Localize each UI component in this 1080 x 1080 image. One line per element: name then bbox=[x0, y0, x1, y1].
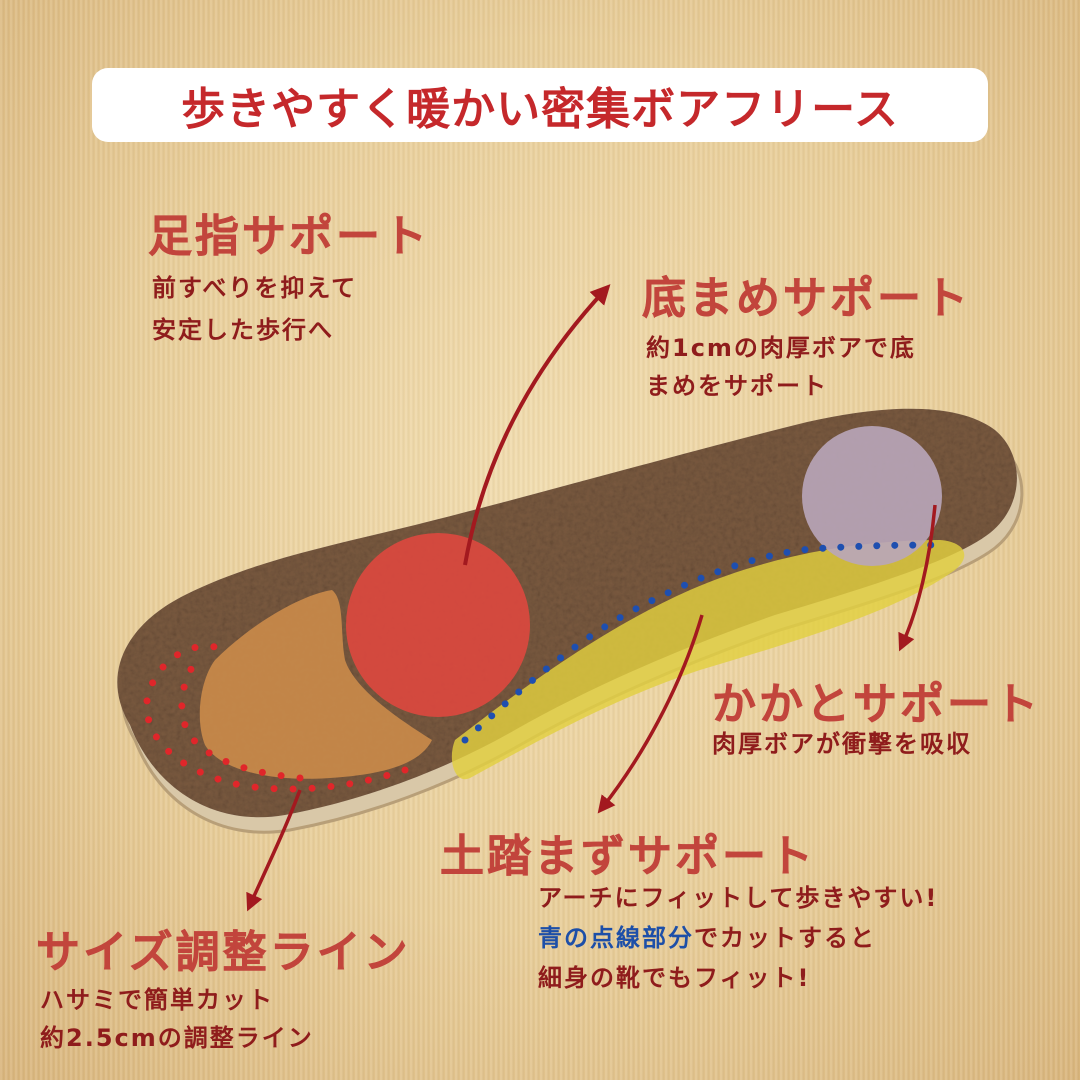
arch-pad bbox=[451, 540, 965, 780]
arrow-size bbox=[246, 789, 302, 912]
arch-support-line3: 細身の靴でもフィット! bbox=[538, 964, 811, 992]
ball-support-heading: 底まめサポート bbox=[642, 273, 971, 325]
title-text: 歩きやすく暖かい密集ボアフリース bbox=[181, 84, 899, 135]
size-adjust-line2: 約2.5cmの調整ライン bbox=[40, 1024, 314, 1052]
arrow-arch bbox=[597, 614, 704, 814]
arch-support-heading: 土踏まずサポート bbox=[440, 831, 816, 883]
heel-support-line1: 肉厚ボアが衝撃を吸収 bbox=[712, 730, 972, 758]
toe-pad bbox=[199, 590, 432, 779]
blue-dotted-part-label: 青の点線部分 bbox=[538, 924, 694, 952]
size-adjust-heading: サイズ調整ライン bbox=[36, 927, 411, 979]
toe-support-heading: 足指サポート bbox=[148, 211, 430, 263]
size-adjust-line1: ハサミで簡単カット bbox=[40, 986, 274, 1014]
arrow-ball bbox=[463, 284, 611, 566]
arrow-heel bbox=[898, 504, 937, 652]
arch-support-line1: アーチにフィットして歩きやすい! bbox=[538, 884, 939, 912]
title-banner: 歩きやすく暖かい密集ボアフリース bbox=[92, 68, 988, 142]
toe-support-line1: 前すべりを抑えて bbox=[152, 274, 358, 302]
arch-support-line2-rest: でカットすると bbox=[694, 924, 876, 952]
ball-pad bbox=[346, 533, 530, 717]
heel-pad bbox=[802, 426, 942, 566]
ball-support-line2: まめをサポート bbox=[646, 372, 828, 400]
heel-support-heading: かかとサポート bbox=[712, 679, 1041, 731]
ball-support-line1: 約1cmの肉厚ボアで底 bbox=[646, 334, 916, 362]
arch-cut-line bbox=[461, 541, 952, 744]
toe-support-line2: 安定した歩行へ bbox=[152, 316, 334, 344]
arch-support-line2: 青の点線部分でカットすると bbox=[538, 918, 876, 953]
